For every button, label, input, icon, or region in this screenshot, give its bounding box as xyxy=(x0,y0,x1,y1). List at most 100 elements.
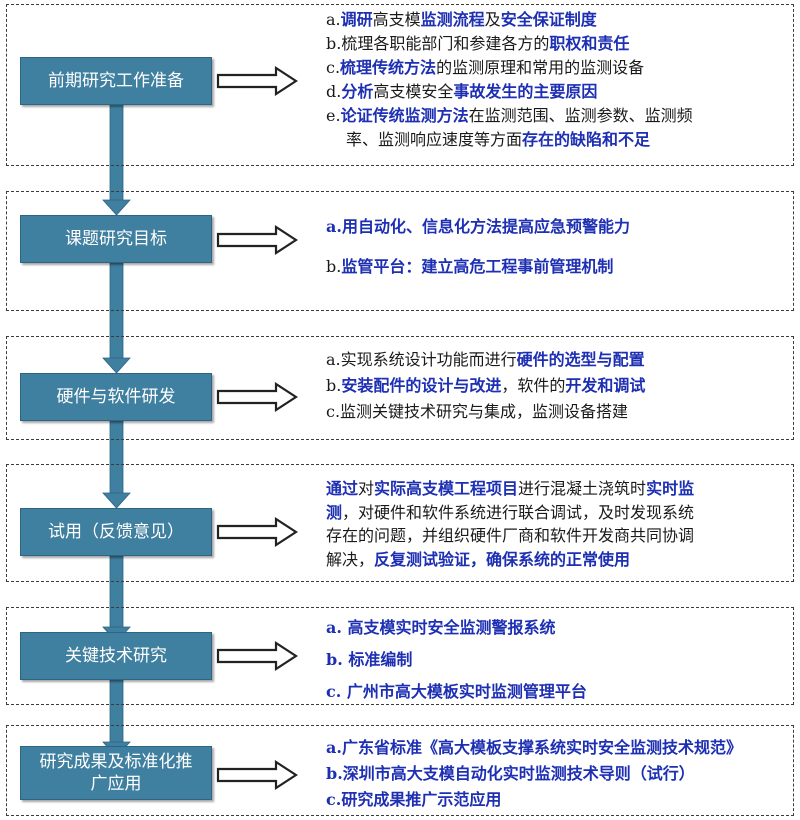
section-trial-feedback xyxy=(6,464,794,582)
highlighted-text: 测 xyxy=(326,502,343,522)
section-key-technology xyxy=(6,607,794,705)
highlighted-text: b. 标准编制 xyxy=(326,650,413,669)
stage-title: 前期研究工作准备 xyxy=(48,71,184,91)
text-segment: 存在的问题，并组织硬件厂商和软件开发商共同协调 xyxy=(326,526,695,545)
connector-1 xyxy=(102,101,131,216)
stage-description-trial-feedback: 通过对实际高支模工程项目进行混凝土浇筑时实时监测，对硬件和软件系统进行联合调试，… xyxy=(326,477,784,571)
stage-box-trial-feedback: 试用（反馈意见） xyxy=(20,508,212,556)
highlighted-text: 调研 xyxy=(340,10,373,29)
section-hw-sw-development xyxy=(6,336,794,440)
arrow-right-icon xyxy=(216,382,298,412)
section-preliminary-research xyxy=(6,4,794,166)
text-segment: 率、监测响应速度等方面 xyxy=(346,130,523,149)
stage-title: 试用（反馈意见） xyxy=(48,522,184,542)
text-segment: c.监测关键技术研究与集成，监测设备搭建 xyxy=(326,402,629,421)
highlighted-text: c. 广州市高大模板实时监测管理平台 xyxy=(326,682,587,701)
text-segment: a. xyxy=(326,10,341,29)
stage-title-line-2: 广应用 xyxy=(90,774,142,794)
description-line: 存在的问题，并组织硬件厂商和软件开发商共同协调 xyxy=(326,524,784,548)
stage-title: 关键技术研究 xyxy=(65,646,167,666)
highlighted-text: 硬件的选型与配置 xyxy=(516,350,645,369)
stage-title: 课题研究目标 xyxy=(65,229,167,249)
section-research-goals xyxy=(6,191,794,311)
stage-box-research-goals: 课题研究目标 xyxy=(20,215,212,263)
highlighted-text: 安装配件的设计与改进 xyxy=(341,376,502,395)
stage-description-research-goals: a.用自动化、信息化方法提高应急预警能力 b.监管平台：建立高危工程事前管理机制 xyxy=(326,207,788,287)
stage-description-key-technology: a. 高支模实时安全监测警报系统 b. 标准编制 c. 广州市高大模板实时监测管理平… xyxy=(326,612,788,708)
description-line: e.论证传统监测方法在监测范围、监测参数、监测频 xyxy=(326,104,788,128)
text-segment: b. xyxy=(326,376,342,395)
text-segment: d. xyxy=(326,82,342,101)
stage-box-results-standardization: 研究成果及标准化推 广应用 xyxy=(20,746,212,800)
arrow-right-icon xyxy=(216,641,298,671)
highlighted-text: 监测流程 xyxy=(420,10,485,29)
description-line: b.监管平台：建立高危工程事前管理机制 xyxy=(326,247,788,287)
text-segment: a.实现系统设计功能而进行 xyxy=(326,350,517,369)
highlighted-text: 分析 xyxy=(341,82,374,101)
description-line: 解决，反复测试验证，确保系统的正常使用 xyxy=(326,548,784,572)
highlighted-text: 监管平台：建立高危工程事前管理机制 xyxy=(341,257,614,276)
stage-box-preliminary-research: 前期研究工作准备 xyxy=(20,57,212,105)
text-segment: b.梳理各职能部门和参建各方的 xyxy=(326,34,550,53)
description-line: a.调研高支模监测流程及安全保证制度 xyxy=(326,8,788,32)
text-segment: 进行混凝土浇筑时 xyxy=(518,479,647,498)
highlighted-text: a. 高支模实时安全监测警报系统 xyxy=(326,618,556,637)
highlighted-text: 论证传统监测方法 xyxy=(340,106,469,125)
text-segment: 的监测原理和常用的监测设备 xyxy=(436,58,645,77)
arrow-right-icon xyxy=(216,66,298,96)
text-segment: 高支模 xyxy=(372,10,421,29)
text-segment: c. xyxy=(326,58,341,77)
connector-2 xyxy=(102,262,131,374)
description-line: c.研究成果推广示范应用 xyxy=(326,787,788,813)
highlighted-text: 反复测试验证，确保系统的正常使用 xyxy=(374,549,631,569)
description-line: 测，对硬件和软件系统进行联合调试，及时发现系统 xyxy=(326,501,784,525)
arrow-right-icon xyxy=(216,225,298,255)
description-line: b.梳理各职能部门和参建各方的职权和责任 xyxy=(326,32,788,56)
description-line: a. 高支模实时安全监测警报系统 xyxy=(326,612,788,644)
highlighted-text: 职权和责任 xyxy=(549,34,630,53)
description-line: a.实现系统设计功能而进行硬件的选型与配置 xyxy=(326,347,788,373)
highlighted-text: 存在的缺陷和不足 xyxy=(522,130,651,149)
description-line: c.梳理传统方法的监测原理和常用的监测设备 xyxy=(326,56,788,80)
text-segment: e. xyxy=(326,106,341,125)
highlighted-text: a.用自动化、信息化方法提高应急预警能力 xyxy=(326,217,630,236)
description-line: b.深圳市高大支模自动化实时监测技术导则（试行） xyxy=(326,761,788,787)
stage-description-results-standardization: a.广东省标准《高大模板支撑系统实时安全监测技术规范》 b.深圳市高大支模自动化实… xyxy=(326,735,788,813)
stage-title-line-1: 研究成果及标准化推 xyxy=(39,752,193,772)
highlighted-text: b.深圳市高大支模自动化实时监测技术导则（试行） xyxy=(326,764,695,783)
text-segment: 在监测范围、监测参数、监测频 xyxy=(468,106,693,125)
highlighted-text: 实时监 xyxy=(646,479,695,498)
text-segment: ，对硬件和软件系统进行联合调试，及时发现系统 xyxy=(342,502,695,522)
description-line: b.安装配件的设计与改进，软件的开发和调试 xyxy=(326,373,788,399)
highlighted-text: 开发和调试 xyxy=(565,376,646,395)
description-line: 率、监测响应速度等方面存在的缺陷和不足 xyxy=(326,128,788,152)
highlighted-text: c.研究成果推广示范应用 xyxy=(326,790,502,809)
highlighted-text: a.广东省标准《高大模板支撑系统实时安全监测技术规范》 xyxy=(326,738,742,757)
arrow-right-icon xyxy=(216,517,298,547)
description-line: d.分析高支模安全事故发生的主要原因 xyxy=(326,80,788,104)
highlighted-text: 梳理传统方法 xyxy=(340,58,437,77)
text-segment: b. xyxy=(326,257,342,276)
text-segment: 对 xyxy=(358,479,375,498)
description-line: b. 标准编制 xyxy=(326,644,788,676)
text-segment: ，软件的 xyxy=(501,376,566,395)
section-results-standardization xyxy=(6,725,794,816)
description-line: a.广东省标准《高大模板支撑系统实时安全监测技术规范》 xyxy=(326,735,788,761)
text-segment: 解决， xyxy=(326,549,375,569)
arrow-right-icon xyxy=(216,760,298,790)
description-line: c.监测关键技术研究与集成，监测设备搭建 xyxy=(326,399,788,425)
stage-box-hw-sw-development: 硬件与软件研发 xyxy=(20,373,212,421)
stage-box-key-technology: 关键技术研究 xyxy=(20,632,212,680)
highlighted-text: 实际高支模工程项目 xyxy=(374,479,519,498)
highlighted-text: 安全保证制度 xyxy=(500,10,597,29)
highlighted-text: 通过 xyxy=(326,479,359,498)
text-segment: 及 xyxy=(484,10,501,29)
stage-title: 硬件与软件研发 xyxy=(56,387,176,407)
description-line: a.用自动化、信息化方法提高应急预警能力 xyxy=(326,207,788,247)
description-line: 通过对实际高支模工程项目进行混凝土浇筑时实时监 xyxy=(326,477,784,501)
text-segment: 高支模安全 xyxy=(373,82,454,101)
